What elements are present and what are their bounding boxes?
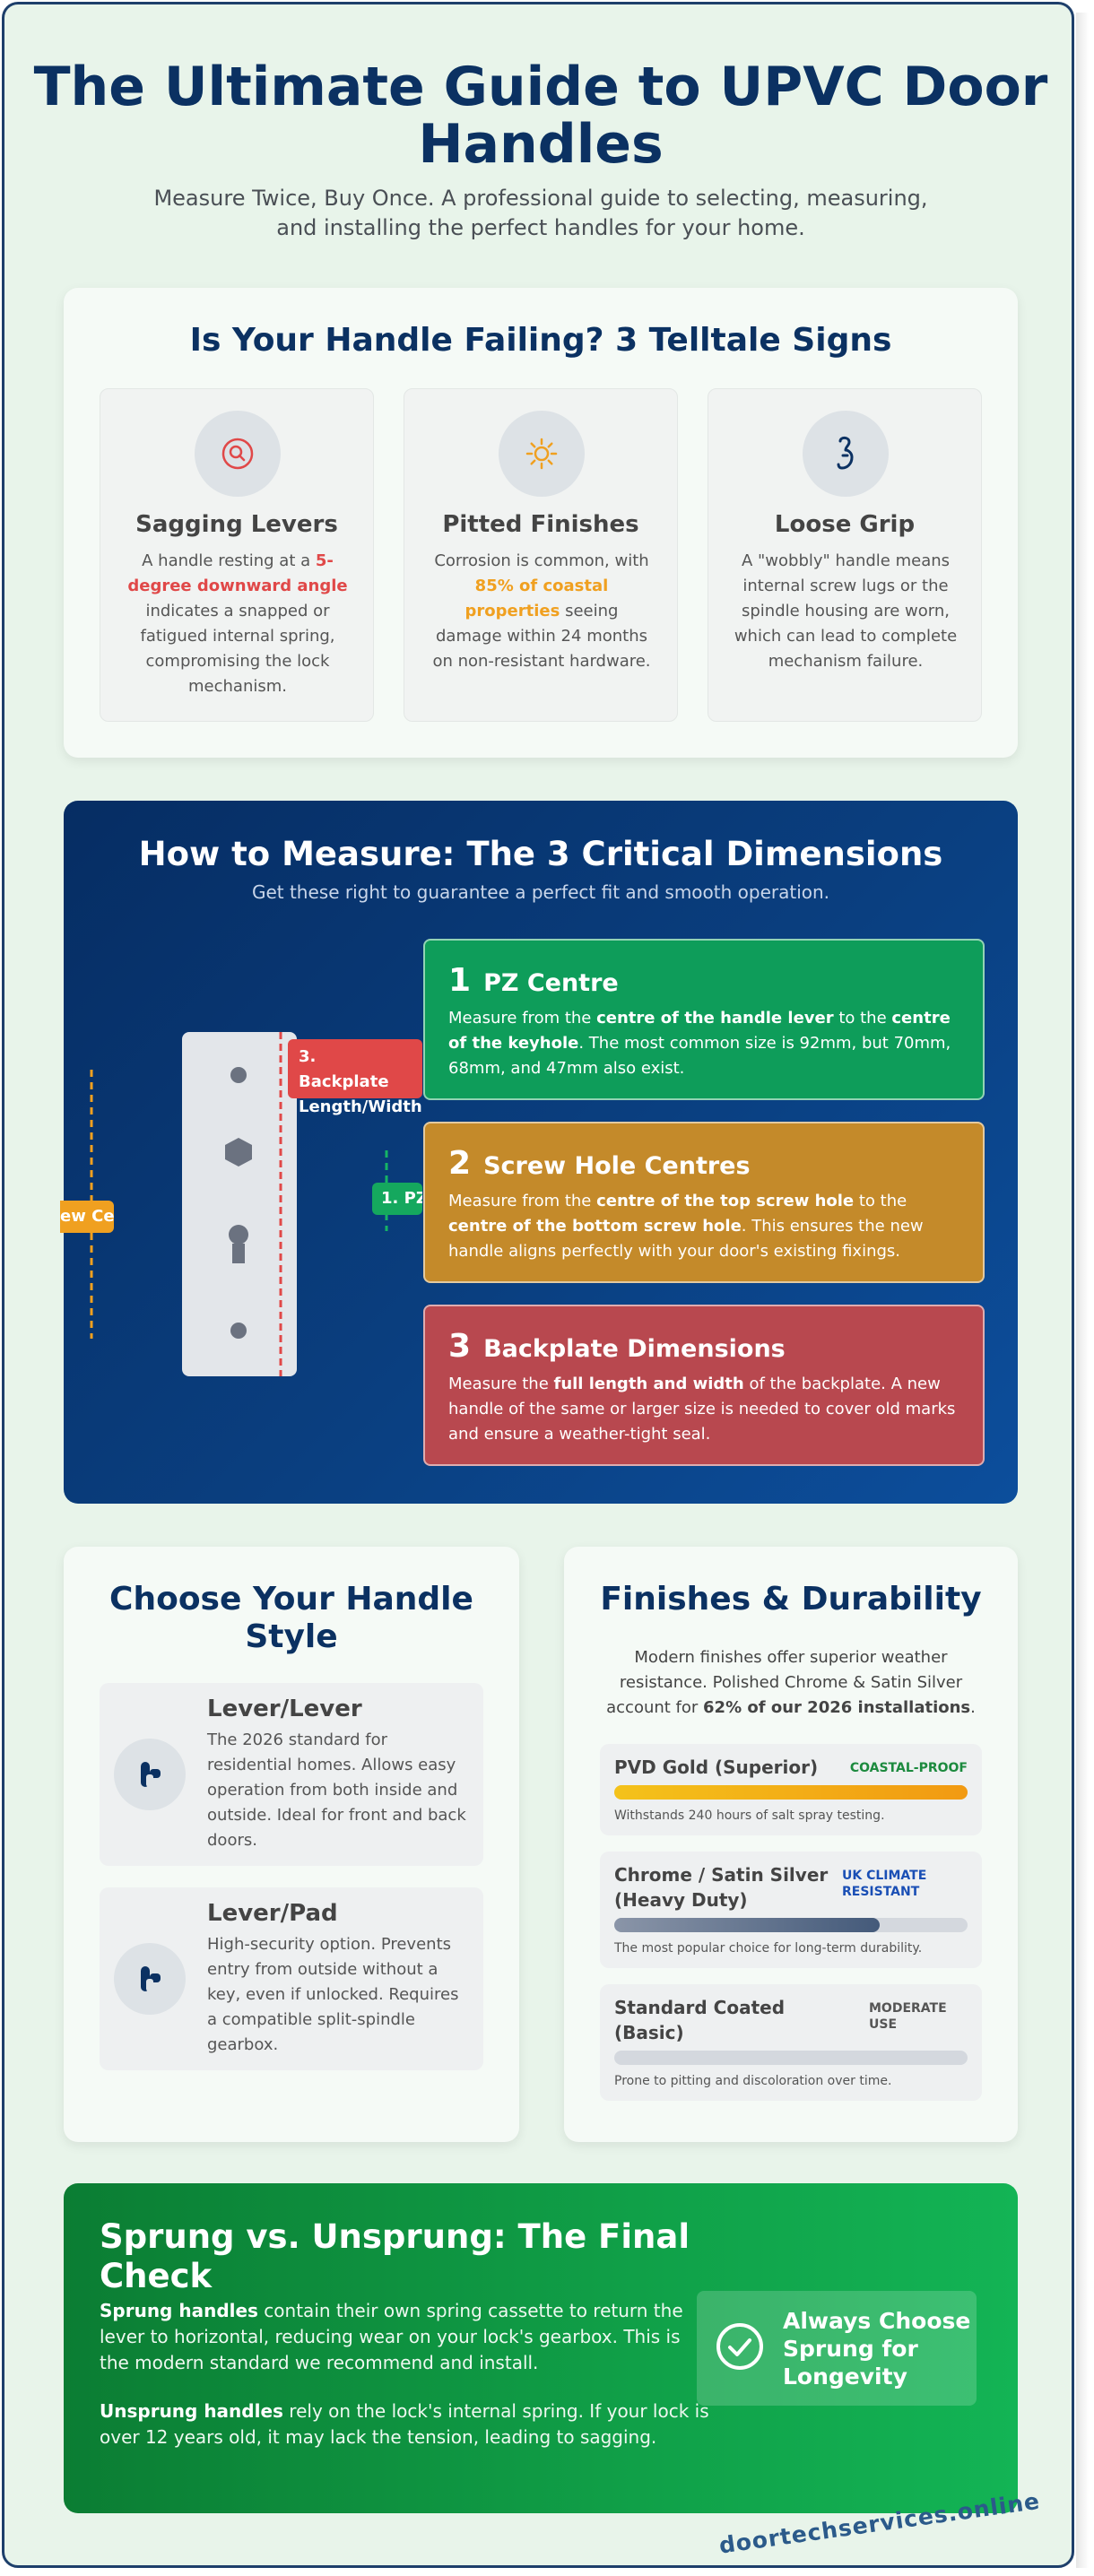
dimension-description: Measure the full length and width of the…: [448, 1375, 956, 1444]
style-name: Lever/Pad: [207, 1900, 338, 1927]
dimension-description: Measure from the centre of the top screw…: [448, 1192, 924, 1261]
dimension-title: Screw Hole Centres: [483, 1152, 751, 1180]
finish-item-pvd-gold: PVD Gold (Superior) COASTAL-PROOF Withst…: [600, 1744, 982, 1835]
unsprung-paragraph: Unsprung handles rely on the lock's inte…: [100, 2400, 709, 2448]
finish-item-standard-coated: Standard Coated (Basic) MODERATE USE Pro…: [600, 1984, 982, 2101]
sprung-title: Sprung vs. Unsprung: The Final Check: [100, 2217, 690, 2295]
style-item-lever-lever: Lever/Lever The 2026 standard for reside…: [100, 1683, 483, 1866]
recommendation-callout: Always Choose Sprung for Longevity: [697, 2291, 977, 2406]
check-circle-icon: [716, 2323, 763, 2370]
durability-bar-fill: [614, 1918, 880, 1932]
sign-description: A "wobbly" handle means internal screw l…: [734, 551, 958, 671]
dimension-card-backplate: 3 Backplate Dimensions Measure the full l…: [423, 1305, 985, 1466]
dimension-number: 1: [448, 962, 472, 999]
dimension-card-screw-holes: 2 Screw Hole Centres Measure from the cen…: [423, 1122, 985, 1283]
styles-title: Choose Your Handle Style: [109, 1581, 473, 1655]
callout-text: Always Choose Sprung for Longevity: [783, 2308, 971, 2390]
finish-name: PVD Gold (Superior): [614, 1756, 819, 1778]
lever-icon: [114, 1739, 186, 1810]
infographic-page: The Ultimate Guide to UPVC Door Handles …: [2, 2, 1074, 2568]
sign-card-pitted: Pitted Finishes Corrosion is common, wit…: [404, 388, 678, 722]
durability-bar: [614, 2051, 968, 2065]
durability-bar: [614, 1785, 968, 1800]
measure-section: How to Measure: The 3 Critical Dimension…: [60, 801, 1018, 1504]
dimension-title: PZ Centre: [483, 969, 619, 997]
screw-centres-tag: ew Centres: [60, 1201, 114, 1233]
measure-title: How to Measure: The 3 Critical Dimension…: [138, 835, 943, 873]
finish-badge: MODERATE USE: [869, 2001, 947, 2032]
pz-tag: 1. PZ: [372, 1183, 422, 1215]
finish-name: Standard Coated (Basic): [614, 1997, 786, 2043]
page-subtitle: Measure Twice, Buy Once. A professional …: [153, 186, 928, 240]
sign-description: Corrosion is common, with 85% of coastal…: [432, 551, 651, 671]
sign-description: A handle resting at a 5-degree downward …: [127, 551, 348, 696]
measure-subtitle: Get these right to guarantee a perfect f…: [251, 881, 830, 903]
style-description: High-security option. Prevents entry fro…: [207, 1935, 459, 2054]
sign-title: Sagging Levers: [135, 511, 338, 538]
finish-badge: COASTAL-PROOF: [849, 1761, 968, 1775]
sprung-section: Sprung vs. Unsprung: The Final Check Spr…: [64, 2183, 1018, 2513]
backplate-shape: [182, 1032, 297, 1376]
finishes-intro: Modern finishes offer superior weather r…: [606, 1648, 976, 1717]
sun-icon: [499, 411, 585, 497]
lever-pad-icon: [114, 1943, 186, 2015]
dimension-number: 2: [448, 1145, 472, 1182]
finish-item-chrome-satin: Chrome / Satin Silver (Heavy Duty) UK CL…: [600, 1852, 982, 1968]
search-icon: [195, 411, 281, 497]
sign-title: Pitted Finishes: [442, 511, 639, 538]
finish-name: Chrome / Satin Silver (Heavy Duty): [614, 1864, 829, 1911]
durability-bar: [614, 1918, 968, 1932]
finishes-section: Finishes & Durability Modern finishes of…: [564, 1547, 1018, 2142]
finish-note: Prone to pitting and discoloration over …: [614, 2074, 892, 2088]
finish-badge: UK CLIMATE RESISTANT: [842, 1869, 927, 1899]
finishes-title: Finishes & Durability: [600, 1581, 982, 1618]
sprung-paragraph: Sprung handles contain their own spring …: [100, 2300, 683, 2373]
signs-title: Is Your Handle Failing? 3 Telltale Signs: [189, 322, 892, 359]
dimension-number: 3: [448, 1328, 472, 1365]
page-shadow: [1076, 13, 1089, 2568]
page-title: The Ultimate Guide to UPVC Door Handles: [33, 56, 1048, 176]
finish-note: Withstands 240 hours of salt spray testi…: [614, 1808, 885, 1823]
telltale-signs-section: Is Your Handle Failing? 3 Telltale Signs…: [64, 288, 1018, 758]
handle-style-section: Choose Your Handle Style Lever/Lever The…: [64, 1547, 519, 2142]
finish-note: The most popular choice for long-term du…: [614, 1941, 923, 1956]
backplate-tag: 3. Backplate Length/Width: [288, 1039, 422, 1116]
style-description: The 2026 standard for residential homes.…: [207, 1730, 466, 1850]
style-item-lever-pad: Lever/Pad High-security option. Prevents…: [100, 1887, 483, 2070]
dimension-title: Backplate Dimensions: [483, 1335, 786, 1363]
sign-card-sagging: Sagging Levers A handle resting at a 5-d…: [100, 388, 374, 722]
durability-bar-fill: [614, 1785, 968, 1800]
sign-card-loose-grip: Loose Grip A "wobbly" handle means inter…: [708, 388, 982, 722]
dimension-card-pz-centre: 1 PZ Centre Measure from the centre of th…: [423, 939, 985, 1100]
dimension-description: Measure from the centre of the handle le…: [448, 1009, 951, 1078]
hand-icon: [803, 411, 889, 497]
style-name: Lever/Lever: [207, 1696, 362, 1722]
sign-title: Loose Grip: [774, 511, 916, 538]
